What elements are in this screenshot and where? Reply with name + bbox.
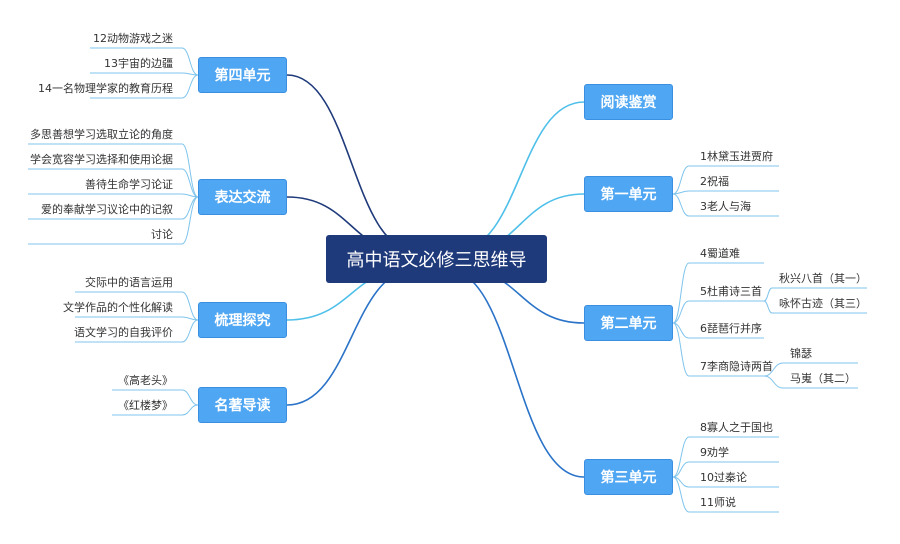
branch-unit1[interactable]: 第一单元 bbox=[584, 176, 673, 212]
edge-unit3-3 bbox=[672, 476, 779, 513]
leaf-lishangyin-2[interactable]: 马嵬（其二） bbox=[790, 372, 856, 385]
leaf-unit3-1[interactable]: 8寡人之于国也 bbox=[700, 421, 773, 434]
leaf-unit2-4[interactable]: 7李商隐诗两首 bbox=[700, 360, 773, 373]
branch-unit2[interactable]: 第二单元 bbox=[584, 305, 673, 341]
edge-unit4-2 bbox=[90, 74, 199, 99]
leaf-unit1-1[interactable]: 1林黛玉进贾府 bbox=[700, 150, 773, 163]
edge-unit2-2 bbox=[672, 322, 764, 339]
edge-unit3-1 bbox=[672, 461, 779, 478]
edge-unit3-2 bbox=[672, 476, 779, 488]
edge-lishangyin-0 bbox=[763, 362, 858, 377]
edge-root-reading bbox=[455, 101, 585, 252]
edge-express-2 bbox=[28, 193, 199, 198]
leaf-unit3-3[interactable]: 10过秦论 bbox=[700, 471, 747, 484]
leaf-unit2-1[interactable]: 4蜀道难 bbox=[700, 247, 740, 260]
leaf-express-1[interactable]: 多思善想学习选取立论的角度 bbox=[30, 128, 173, 141]
edge-root-unit4 bbox=[286, 74, 417, 252]
edge-unit4-1 bbox=[90, 72, 199, 76]
leaf-classics-2[interactable]: 《红楼梦》 bbox=[118, 399, 173, 412]
edge-root-unit3 bbox=[445, 268, 585, 478]
leaf-lishangyin-1[interactable]: 锦瑟 bbox=[790, 347, 812, 360]
leaf-unit1-3[interactable]: 3老人与海 bbox=[700, 200, 751, 213]
leaf-explore-3[interactable]: 语文学习的自我评价 bbox=[74, 326, 173, 339]
edge-express-1 bbox=[28, 168, 199, 198]
leaf-unit4-1[interactable]: 12动物游戏之迷 bbox=[93, 32, 173, 45]
leaf-explore-2[interactable]: 文学作品的个性化解读 bbox=[63, 301, 173, 314]
leaf-dufu-2[interactable]: 咏怀古迹（其三） bbox=[779, 297, 867, 310]
edge-root-classics bbox=[286, 268, 417, 406]
edge-unit2-0 bbox=[672, 262, 764, 324]
leaf-explore-1[interactable]: 交际中的语言运用 bbox=[85, 276, 173, 289]
leaf-express-5[interactable]: 讨论 bbox=[151, 228, 173, 241]
leaf-unit3-4[interactable]: 11师说 bbox=[700, 496, 736, 509]
edge-unit1-1 bbox=[672, 190, 779, 195]
branch-unit3[interactable]: 第三单元 bbox=[584, 459, 673, 495]
edge-unit1-2 bbox=[672, 193, 779, 217]
edge-unit2-3 bbox=[672, 322, 764, 377]
branch-explore[interactable]: 梳理探究 bbox=[198, 302, 287, 338]
leaf-unit1-2[interactable]: 2祝福 bbox=[700, 175, 729, 188]
edge-unit2-1 bbox=[672, 300, 764, 324]
leaf-unit4-3[interactable]: 14一名物理学家的教育历程 bbox=[38, 82, 173, 95]
leaf-unit2-2[interactable]: 5杜甫诗三首 bbox=[700, 285, 762, 298]
leaf-unit3-2[interactable]: 9劝学 bbox=[700, 446, 729, 459]
leaf-unit2-3[interactable]: 6琵琶行并序 bbox=[700, 322, 762, 335]
edge-classics-1 bbox=[112, 404, 199, 416]
edge-explore-0 bbox=[75, 291, 199, 321]
edge-lishangyin-1 bbox=[763, 375, 858, 389]
edge-unit4-0 bbox=[90, 47, 199, 76]
edge-unit1-0 bbox=[672, 165, 779, 195]
leaf-unit4-2[interactable]: 13宇宙的边疆 bbox=[104, 57, 173, 70]
branch-reading[interactable]: 阅读鉴赏 bbox=[584, 84, 673, 120]
branch-express[interactable]: 表达交流 bbox=[198, 179, 287, 215]
edge-explore-2 bbox=[75, 319, 199, 343]
edge-unit3-0 bbox=[672, 436, 779, 478]
edge-dufu-0 bbox=[763, 287, 867, 302]
branch-classics[interactable]: 名著导读 bbox=[198, 387, 287, 423]
leaf-classics-1[interactable]: 《高老头》 bbox=[118, 374, 173, 387]
edge-explore-1 bbox=[75, 316, 199, 321]
edge-classics-0 bbox=[112, 389, 199, 406]
root-node[interactable]: 高中语文必修三思维导 bbox=[326, 235, 547, 283]
leaf-dufu-1[interactable]: 秋兴八首（其一） bbox=[779, 272, 867, 285]
leaf-express-3[interactable]: 善待生命学习论证 bbox=[85, 178, 173, 191]
edge-express-4 bbox=[28, 196, 199, 245]
leaf-express-4[interactable]: 爱的奉献学习议论中的记叙 bbox=[41, 203, 173, 216]
edge-dufu-1 bbox=[763, 300, 867, 314]
branch-unit4[interactable]: 第四单元 bbox=[198, 57, 287, 93]
leaf-express-2[interactable]: 学会宽容学习选择和使用论据 bbox=[30, 153, 173, 166]
